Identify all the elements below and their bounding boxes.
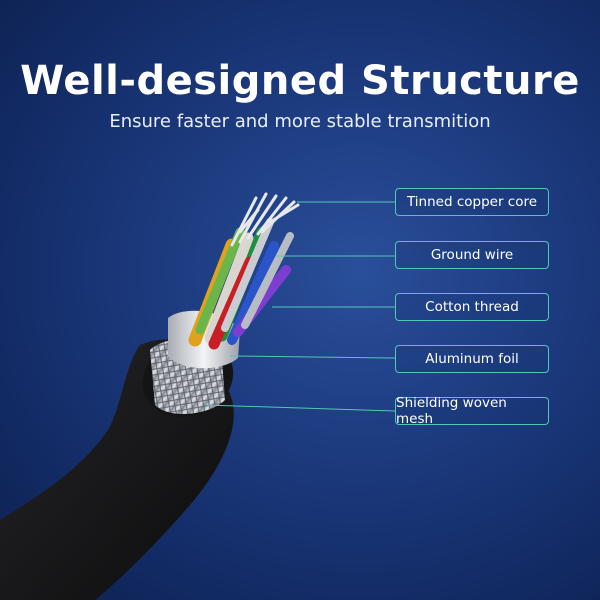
page-subtitle: Ensure faster and more stable transmitio… <box>109 111 491 132</box>
callout-ground-wire: Ground wire <box>395 241 549 269</box>
page-title: Well-designed Structure <box>20 58 580 104</box>
leader-lines <box>204 201 396 412</box>
callout-tinned-copper-core: Tinned copper core <box>395 188 549 216</box>
callout-aluminum-foil: Aluminum foil <box>395 345 549 373</box>
callout-shielding-woven-mesh: Shielding woven mesh <box>395 395 549 427</box>
wire-bundle <box>188 218 294 350</box>
callout-cotton-thread: Cotton thread <box>395 293 549 321</box>
copper-core-strands <box>230 192 300 247</box>
